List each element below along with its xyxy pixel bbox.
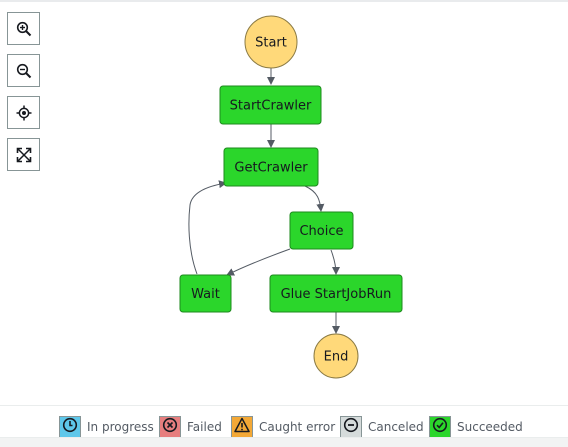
check-circle-icon: [432, 417, 448, 438]
node-end-label: End: [324, 350, 349, 365]
legend-swatch-failed: [159, 416, 181, 438]
legend-item-succeeded: Succeeded: [429, 415, 523, 439]
legend-label-failed: Failed: [187, 420, 222, 434]
node-end[interactable]: End: [313, 333, 359, 379]
center-button[interactable]: [7, 96, 40, 129]
fit-to-screen-button[interactable]: [7, 138, 40, 171]
node-startcrawler[interactable]: StartCrawler: [219, 85, 322, 125]
node-getcrawler-label: GetCrawler: [234, 161, 308, 176]
edge-choice-wait: [226, 248, 291, 276]
node-choice[interactable]: Choice: [289, 211, 354, 250]
bottom-bar: [0, 437, 568, 447]
node-getcrawler[interactable]: GetCrawler: [223, 147, 319, 187]
zoom-out-icon: [16, 63, 32, 79]
top-border: [0, 0, 568, 2]
legend-label-canceled: Canceled: [368, 420, 424, 434]
graph-nodes[interactable]: Start StartCrawler GetCrawler Choice Wai…: [179, 15, 403, 379]
zoom-in-icon: [16, 21, 32, 37]
node-start[interactable]: Start: [244, 15, 298, 69]
zoom-out-button[interactable]: [7, 54, 40, 87]
center-icon: [16, 105, 32, 121]
legend-swatch-canceled: [340, 416, 362, 438]
node-startcrawler-label: StartCrawler: [230, 99, 312, 114]
edge-wait-getcrawler: [188, 180, 227, 275]
legend-swatch-succeeded: [429, 416, 451, 438]
legend-item-in-progress: In progress: [59, 415, 154, 439]
node-start-label: Start: [255, 36, 287, 51]
legend-swatch-caught-error: [231, 416, 253, 438]
legend-item-canceled: Canceled: [340, 415, 424, 439]
clock-icon: [62, 417, 78, 438]
legend-label-in-progress: In progress: [87, 420, 154, 434]
node-gluejob[interactable]: Glue StartJobRun: [269, 274, 403, 313]
fit-icon: [16, 147, 32, 163]
node-choice-label: Choice: [299, 224, 343, 239]
legend-item-failed: Failed: [159, 415, 222, 439]
legend-swatch-in-progress: [59, 416, 81, 438]
graph-edges: [188, 67, 340, 334]
node-gluejob-label: Glue StartJobRun: [281, 287, 392, 302]
minus-circle-icon: [343, 417, 359, 438]
edge-getcrawler-choice: [304, 185, 325, 212]
node-wait-label: Wait: [191, 287, 220, 302]
legend-label-caught-error: Caught error: [259, 420, 336, 434]
node-wait[interactable]: Wait: [179, 274, 232, 313]
warning-icon: [234, 417, 250, 438]
zoom-in-button[interactable]: [7, 12, 40, 45]
edge-choice-gluejob: [330, 249, 340, 275]
legend-item-caught-error: Caught error: [231, 415, 335, 439]
state-machine-graph[interactable]: Start StartCrawler GetCrawler Choice Wai…: [0, 0, 568, 405]
x-circle-icon: [162, 417, 178, 438]
legend-label-succeeded: Succeeded: [457, 420, 523, 434]
